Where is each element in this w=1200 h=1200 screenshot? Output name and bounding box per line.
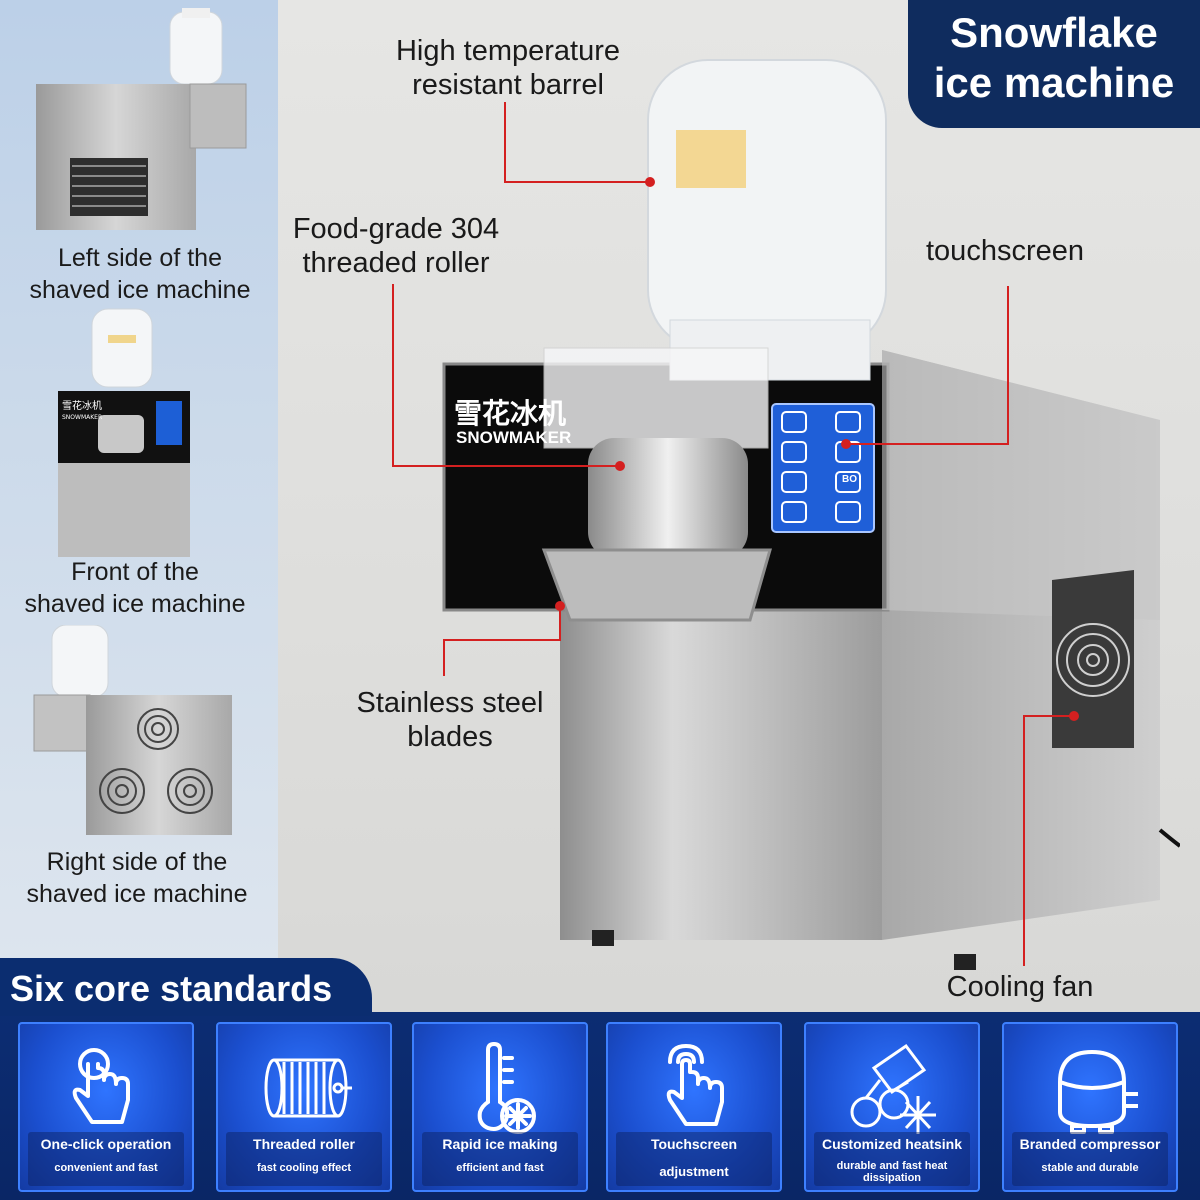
right-side-view-image <box>33 625 232 835</box>
callout-roller: Food-grade 304 threaded roller <box>292 213 500 279</box>
svg-text:SNOWMAKER: SNOWMAKER <box>62 414 102 421</box>
front-view-caption: Front of the shaved ice machine <box>24 558 246 618</box>
feature-card-compressor: Branded compressor stable and durable <box>1002 1022 1178 1192</box>
feature-title: Touchscreen <box>650 1136 738 1152</box>
feature-subtitle: convenient and fast <box>54 1162 158 1174</box>
feature-subtitle: efficient and fast <box>456 1162 544 1174</box>
feature-card-rapid-ice: Rapid ice making efficient and fast <box>412 1022 588 1192</box>
feature-card-text-bg <box>422 1132 578 1186</box>
feature-card-text-bg <box>226 1132 382 1186</box>
heatsink-icon <box>850 1043 936 1134</box>
feature-card-touchscreen: Touchscreen adjustment <box>606 1022 782 1192</box>
machine-english-name: SNOWMAKER <box>456 428 572 447</box>
callout-blades: Stainless steel blades <box>356 687 544 753</box>
feature-title: Rapid ice making <box>442 1136 558 1152</box>
feature-band <box>0 1012 1200 1200</box>
roller-icon <box>264 1058 352 1118</box>
feature-card-text-bg <box>814 1132 970 1186</box>
feature-card-text-bg <box>616 1132 772 1186</box>
callout-touchscreen: touchscreen <box>926 235 1084 267</box>
brand-title: Snowflake ice machine <box>908 0 1200 128</box>
feature-title: Customized heatsink <box>821 1136 963 1152</box>
feature-title: One-click operation <box>40 1136 172 1152</box>
touch-hand-icon <box>666 1044 724 1126</box>
front-view-image: 雪花冰机 SNOWMAKER <box>58 308 190 557</box>
touch-button-bo: BO <box>842 474 857 485</box>
left-side-view-image <box>36 8 247 230</box>
feature-title: Threaded roller <box>253 1136 355 1152</box>
left-view-caption: Left side of the shaved ice machine <box>29 244 251 304</box>
svg-text:雪花冰机: 雪花冰机 <box>62 399 102 412</box>
feature-subtitle: stable and durable <box>1041 1162 1139 1174</box>
callout-barrel: High temperature resistant barrel <box>395 35 621 101</box>
feature-subtitle: fast cooling effect <box>256 1162 352 1174</box>
compressor-icon <box>1058 1050 1138 1134</box>
feature-card-roller: Threaded roller fast cooling effect <box>216 1022 392 1192</box>
right-view-caption: Right side of the shaved ice machine <box>26 848 248 908</box>
feature-subtitle: adjustment <box>659 1164 729 1179</box>
thermometer-snowflake-icon <box>477 1041 536 1134</box>
section-title: Six core standards <box>0 958 372 1016</box>
feature-card-one-click: One-click operation convenient and fast <box>18 1022 194 1192</box>
feature-card-text-bg <box>1012 1132 1168 1186</box>
feature-subtitle: durable and fast heat dissipation <box>836 1160 948 1184</box>
main-machine-image <box>442 59 1180 970</box>
feature-card-text-bg <box>28 1132 184 1186</box>
machine-chinese-name: 雪花冰机 <box>454 397 567 430</box>
callout-fan: Cooling fan <box>946 971 1094 1003</box>
feature-card-heatsink: Customized heatsink durable and fast hea… <box>804 1022 980 1192</box>
feature-title: Branded compressor <box>1019 1136 1161 1152</box>
callout-lines <box>392 102 1079 966</box>
pointer-hand-icon <box>72 1048 130 1124</box>
